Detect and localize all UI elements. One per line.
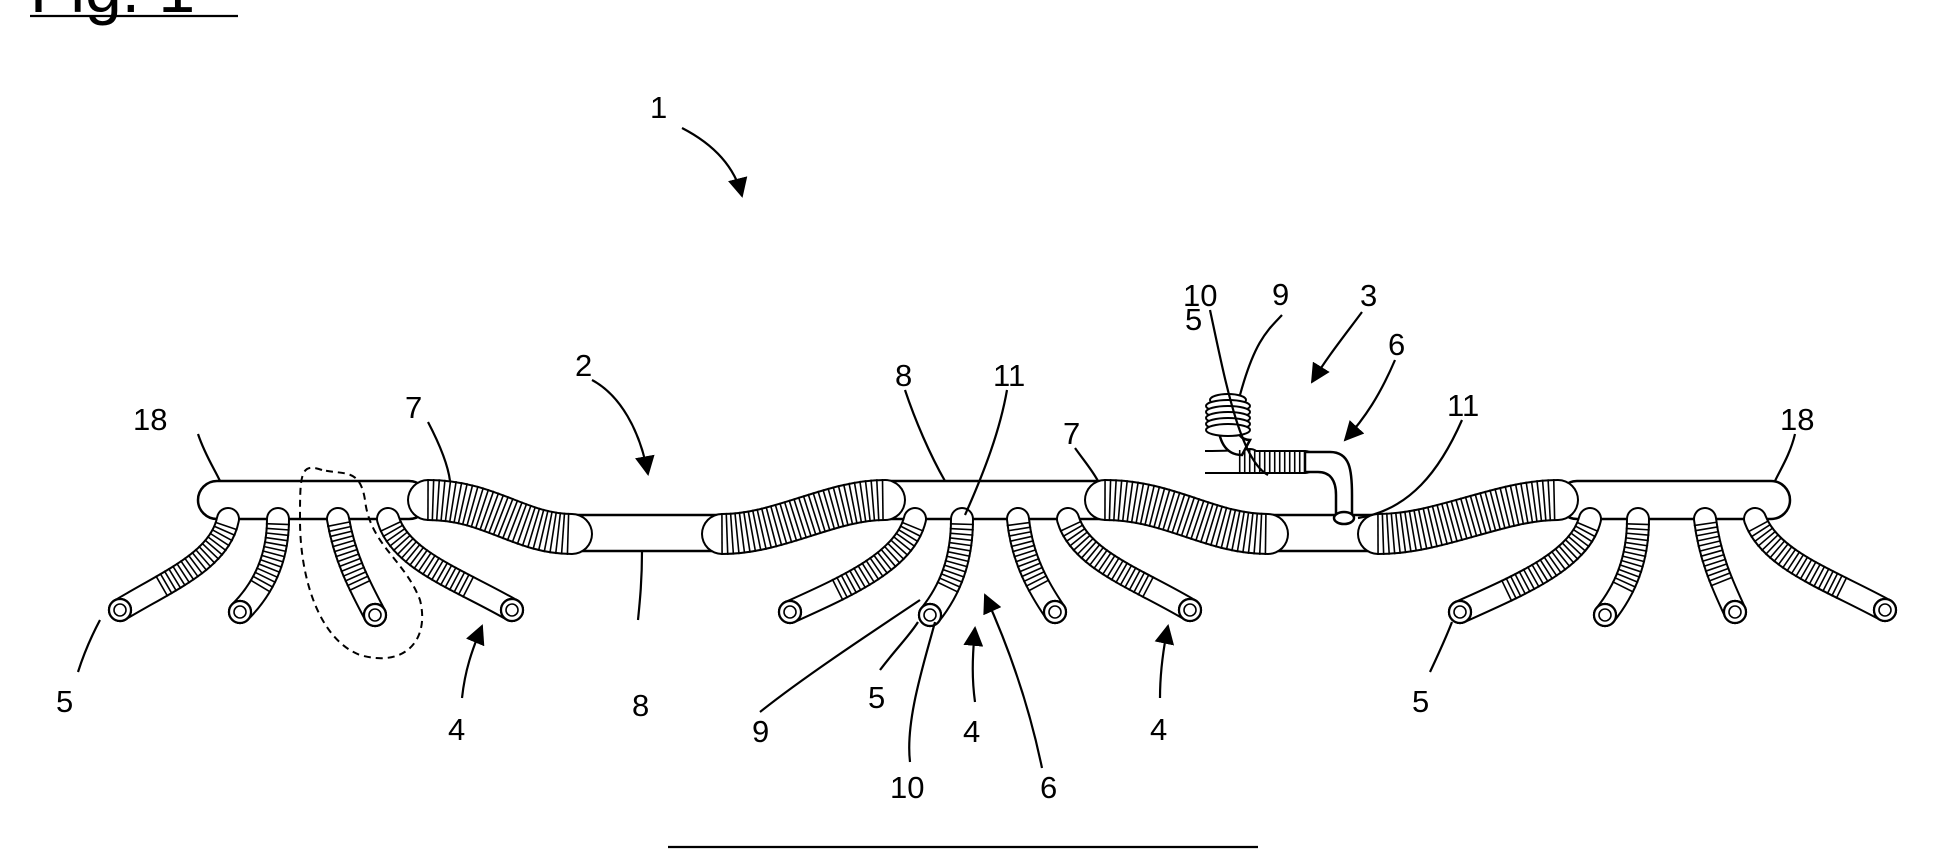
leader-10-center [909, 622, 935, 762]
arrow-6-center [985, 595, 1042, 768]
label-11-right: 11 [1447, 388, 1479, 423]
leader-8-lower [638, 551, 642, 620]
label-8-lower: 8 [632, 688, 649, 723]
arrow-3 [1312, 312, 1362, 382]
end-fitting [1044, 601, 1066, 623]
top-branch-corrugated-cap [1206, 394, 1250, 436]
hose-ring [1554, 479, 1555, 521]
cap-ring [1206, 424, 1250, 436]
arrow-6-top [1345, 360, 1395, 440]
label-1: 1 [650, 90, 667, 125]
label-18-left: 18 [133, 402, 167, 437]
label-9-center: 9 [752, 714, 769, 749]
label-5-top: 5 [1185, 302, 1202, 337]
label-4-left: 4 [448, 712, 465, 747]
hose-ring [1626, 524, 1650, 525]
branch-hoses [120, 519, 1885, 615]
end-fitting [1594, 604, 1616, 626]
arrow-1 [682, 128, 742, 196]
label-7-center: 7 [1063, 416, 1080, 451]
leader-lines [78, 128, 1795, 768]
end-fitting [364, 604, 386, 626]
label-7-left: 7 [405, 390, 422, 425]
label-4-right: 4 [1150, 712, 1167, 747]
label-10-center: 10 [890, 770, 924, 805]
label-3: 3 [1360, 278, 1377, 313]
end-fitting [501, 599, 523, 621]
label-18-right: 18 [1780, 402, 1814, 437]
hose-ring [883, 479, 884, 521]
reference-labels: 1 2 3 18 18 7 8 8 7 11 11 10 5 9 6 5 4 9… [56, 90, 1814, 805]
label-6-center: 6 [1040, 770, 1057, 805]
label-2: 2 [575, 348, 592, 383]
end-fitting [1179, 599, 1201, 621]
top-branch-elbow [1305, 452, 1352, 518]
end-fitting [1449, 601, 1471, 623]
end-fitting [1874, 599, 1896, 621]
figure-title: Fig. 1 [30, 0, 195, 26]
arrow-4-left [462, 626, 482, 698]
label-5-left: 5 [56, 684, 73, 719]
arrow-2 [592, 380, 648, 474]
end-fitting [1724, 601, 1746, 623]
hose-ring [266, 524, 290, 525]
end-fitting [109, 599, 131, 621]
junction-fitting [1334, 512, 1354, 524]
leader-7-center [1075, 448, 1098, 481]
hose-ring [950, 524, 974, 525]
end-fitting [919, 604, 941, 626]
end-fitting [779, 601, 801, 623]
leader-9-top [1240, 315, 1282, 395]
leader-5-left [78, 620, 100, 672]
leader-5-center [880, 622, 918, 670]
arrow-4-center [973, 628, 975, 702]
end-fitting [229, 601, 251, 623]
hose-ring [1265, 513, 1266, 555]
arrow-4-right [1160, 626, 1168, 698]
leader-8-center [905, 390, 945, 481]
label-5-center: 5 [868, 680, 885, 715]
label-8-upper: 8 [895, 358, 912, 393]
leader-5-right [1430, 622, 1452, 672]
leader-18-right [1775, 434, 1795, 481]
leader-7-left [428, 422, 450, 481]
leader-18-left [198, 434, 220, 481]
label-11-center: 11 [993, 358, 1025, 393]
label-9-top: 9 [1272, 277, 1289, 312]
left-lower-tube [572, 515, 722, 551]
label-4-center: 4 [963, 714, 980, 749]
label-5-right: 5 [1412, 684, 1429, 719]
label-6-top: 6 [1388, 327, 1405, 362]
